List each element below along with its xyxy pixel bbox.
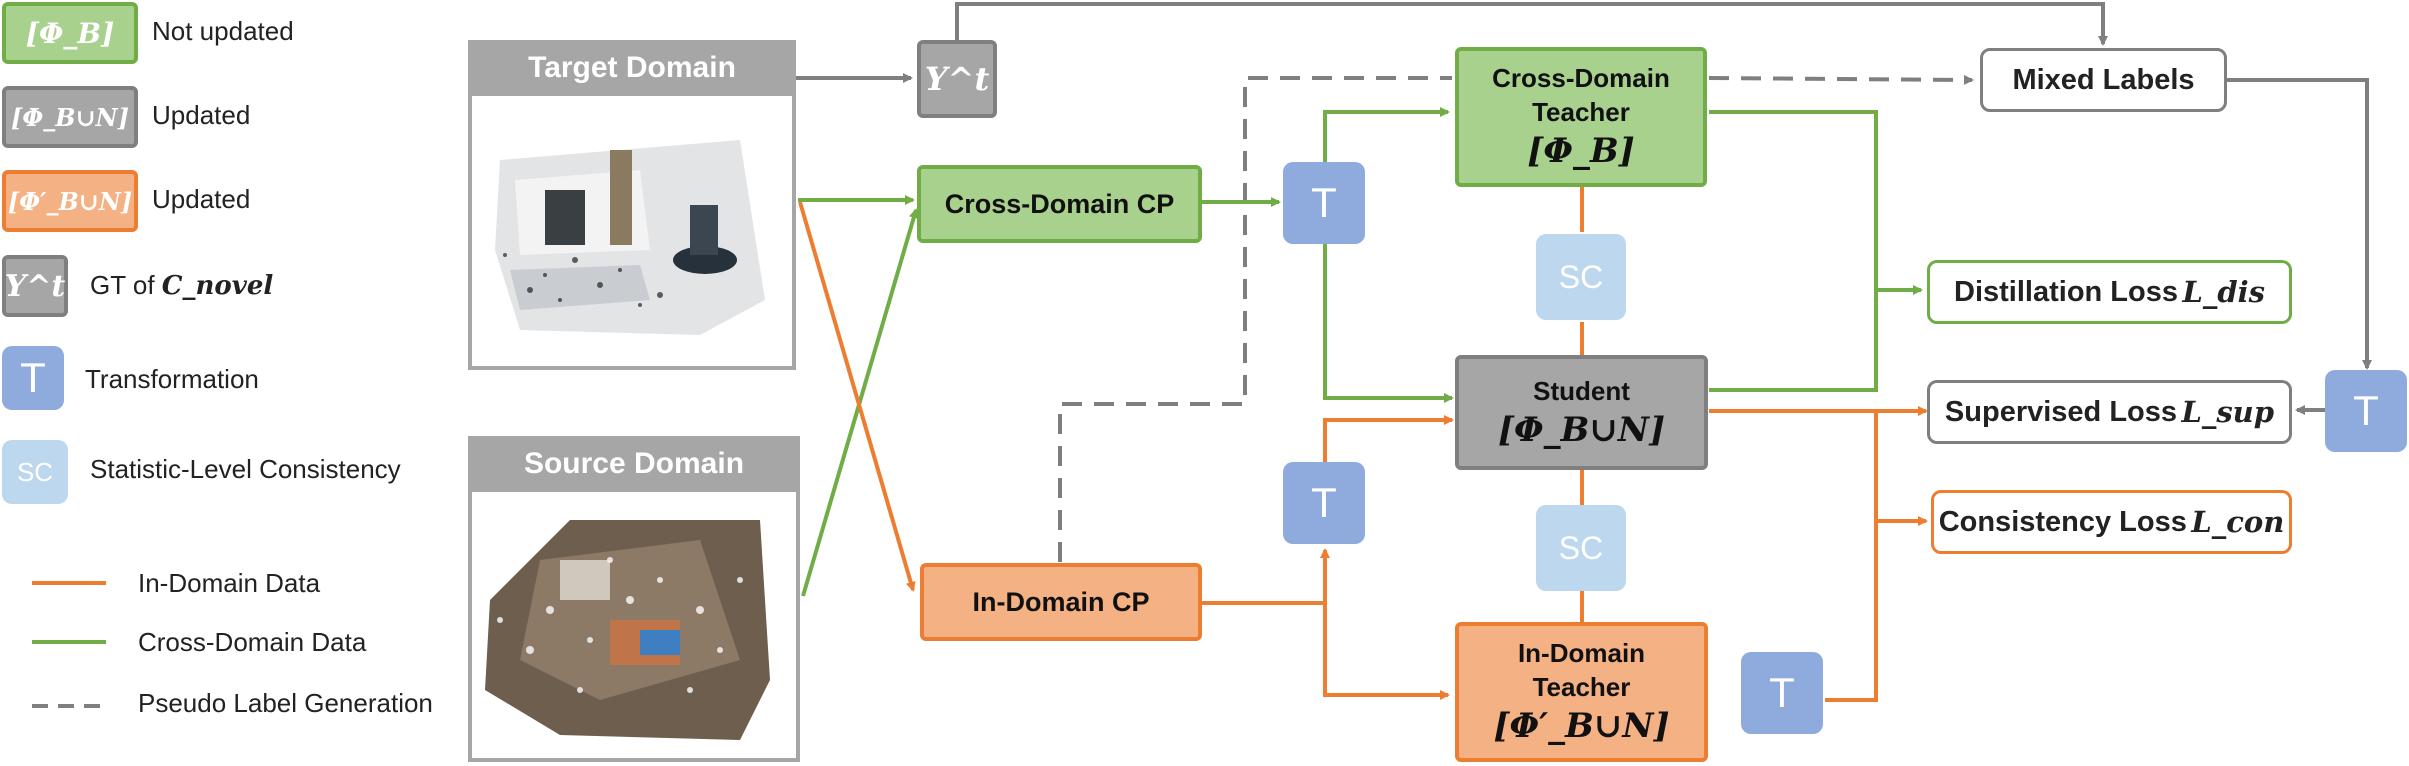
source-domain-panel [468, 436, 800, 762]
mixed-labels-node: Mixed Labels [1980, 48, 2227, 112]
cross-domain-cp-node: Cross-Domain CP [917, 165, 1202, 243]
target-domain-header: Target Domain [468, 40, 796, 96]
legend-cross-domain-label: Cross-Domain Data [138, 627, 367, 657]
consistency-loss-node: Consistency Loss L_con [1931, 490, 2292, 554]
transformation-node-in: T [1283, 462, 1365, 544]
in-domain-cp-node: In-Domain CP [920, 563, 1202, 641]
transformation-node-labels: T [2325, 370, 2407, 452]
legend-consistency-swatch: SC [2, 440, 68, 504]
legend-transformation-swatch: T [2, 346, 64, 410]
gray-lines [796, 2, 2372, 415]
legend-pseudo-label-label: Pseudo Label Generation [138, 688, 433, 718]
cross-domain-teacher-node: Cross-Domain Teacher [Φ_B] [1455, 47, 1707, 187]
transformation-node-teacher: T [1741, 652, 1823, 734]
legend-gt-label: GT of C_novel [90, 270, 274, 301]
legend-transformation-label: Transformation [85, 364, 259, 394]
legend-phi-bun-swatch: [Φ_B∪N] [2, 86, 138, 148]
transformation-node-cross: T [1283, 162, 1365, 244]
legend-updated-gray-label: Updated [152, 100, 251, 130]
legend-in-domain-label: In-Domain Data [138, 568, 321, 598]
in-domain-teacher-node: In-Domain Teacher [Φ′_B∪N] [1455, 622, 1708, 762]
green-lines [798, 107, 1923, 597]
source-domain-point-cloud [485, 520, 770, 740]
pseudo-label-lines [1058, 74, 1974, 562]
legend-yt-swatch: Y^t [2, 255, 68, 317]
distillation-loss-node: Distillation Loss L_dis [1927, 260, 2292, 324]
consistency-node-upper: SC [1536, 234, 1626, 320]
target-domain-panel [468, 40, 796, 370]
yt-ground-truth-node: Y^t [917, 40, 997, 118]
legend-updated-orange-label: Updated [152, 184, 251, 214]
supervised-loss-node: Supervised Loss L_sup [1927, 380, 2292, 444]
consistency-node-lower: SC [1536, 505, 1626, 591]
legend-phi-b-swatch: [Φ_B] [2, 2, 138, 64]
target-domain-point-cloud [495, 140, 765, 335]
legend-not-updated-label: Not updated [152, 16, 294, 46]
student-node: Student [Φ_B∪N] [1455, 355, 1708, 470]
legend-line-samples [32, 581, 106, 708]
legend-consistency-label: Statistic-Level Consistency [90, 454, 401, 484]
legend-phi-bun-prime-swatch: [Φ′_B∪N] [2, 170, 138, 232]
source-domain-header: Source Domain [468, 436, 800, 492]
orange-lines [798, 186, 1928, 702]
